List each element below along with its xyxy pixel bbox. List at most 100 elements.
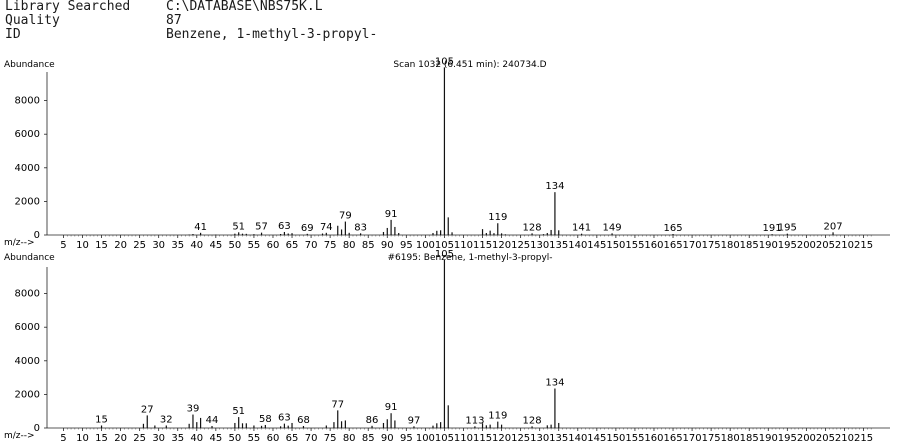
- x-tick-label: 50: [229, 433, 242, 444]
- x-tick-label: 55: [248, 433, 261, 444]
- header-row-library: Library Searched C:\DATABASE\NBS75K.L: [5, 0, 377, 14]
- x-tick-label: 195: [778, 433, 797, 444]
- peak-label: 32: [160, 414, 173, 425]
- x-tick-label: 75: [324, 433, 337, 444]
- library-searched-value: C:\DATABASE\NBS75K.L: [166, 0, 323, 14]
- x-tick-label: 205: [816, 433, 835, 444]
- quality-label: Quality: [5, 13, 60, 28]
- x-tick-label: 210: [835, 240, 854, 251]
- x-tick-label: 90: [381, 240, 394, 251]
- x-tick-label: 160: [644, 240, 663, 251]
- peak-label: 97: [408, 415, 421, 426]
- x-tick-label: 30: [152, 240, 165, 251]
- x-tick-label: 190: [759, 433, 778, 444]
- x-tick-label: 85: [362, 240, 375, 251]
- peak-label: 74: [320, 222, 333, 233]
- x-tick-label: 15: [95, 240, 108, 251]
- x-tick-label: 70: [305, 240, 318, 251]
- x-tick-label: 60: [267, 240, 280, 251]
- peak-label: 58: [259, 414, 272, 425]
- peak-label: 191: [763, 223, 782, 234]
- peak-label: 83: [354, 222, 367, 233]
- x-tick-label: 100: [416, 433, 435, 444]
- x-tick-label: 110: [454, 240, 473, 251]
- id-value: Benzene, 1-methyl-3-propyl-: [166, 27, 378, 42]
- peak-label: 113: [465, 415, 484, 426]
- x-tick-label: 40: [190, 240, 203, 251]
- x-tick-label: 105: [435, 433, 454, 444]
- y-tick-label: 0: [34, 230, 40, 241]
- y-tick-label: 2000: [15, 389, 40, 400]
- library-spectrum-panel: Abundance #6195: Benzene, 1-methyl-3-prop…: [4, 249, 890, 444]
- x-tick-label: 50: [229, 240, 242, 251]
- x-tick-label: 80: [343, 433, 356, 444]
- x-tick-label: 5: [60, 240, 66, 251]
- y-tick-label: 8000: [15, 289, 40, 300]
- x-tick-label: 160: [644, 433, 663, 444]
- peak-label: 79: [339, 211, 352, 222]
- x-tick-label: 70: [305, 433, 318, 444]
- x-tick-label: 210: [835, 433, 854, 444]
- peak-label: 51: [232, 406, 245, 417]
- x-tick-label: 135: [549, 433, 568, 444]
- x-tick-label: 125: [511, 240, 530, 251]
- x-tick-label: 170: [683, 433, 702, 444]
- peak-label: 27: [141, 404, 154, 415]
- x-tick-label: 145: [587, 240, 606, 251]
- peak-label: 69: [301, 223, 314, 234]
- peak-label: 149: [603, 222, 622, 233]
- x-tick-label: 150: [606, 240, 625, 251]
- x-tick-label: 175: [702, 433, 721, 444]
- x-tick-label: 215: [854, 240, 873, 251]
- peak-label: 44: [206, 415, 219, 426]
- x-tick-label: 170: [683, 240, 702, 251]
- peak-label: 57: [255, 222, 268, 233]
- x-axis-label: m/z-->: [4, 238, 35, 248]
- x-axis-label: m/z-->: [4, 431, 35, 441]
- peak-label: 134: [545, 378, 564, 389]
- x-tick-label: 205: [816, 240, 835, 251]
- peak-label: 15: [95, 414, 108, 425]
- x-tick-label: 5: [60, 433, 66, 444]
- peak-label: 195: [778, 223, 797, 234]
- x-tick-label: 155: [625, 433, 644, 444]
- spectrum-title: #6195: Benzene, 1-methyl-3-propyl-: [387, 253, 552, 263]
- x-tick-label: 130: [530, 240, 549, 251]
- x-tick-label: 65: [286, 240, 299, 251]
- peak-label: 39: [187, 404, 200, 415]
- x-tick-label: 120: [492, 433, 511, 444]
- x-tick-label: 65: [286, 433, 299, 444]
- y-tick-label: 4000: [15, 163, 40, 174]
- peak-label: 165: [663, 223, 682, 234]
- library-search-header: Library Searched C:\DATABASE\NBS75K.L Qua…: [5, 0, 377, 42]
- peak-label: 86: [366, 415, 379, 426]
- library-searched-label: Library Searched: [5, 0, 131, 14]
- peak-label: 119: [488, 212, 507, 223]
- x-tick-label: 15: [95, 433, 108, 444]
- peak-label: 77: [331, 399, 344, 410]
- y-tick-label: 6000: [15, 129, 40, 140]
- peak-label: 68: [297, 415, 310, 426]
- x-tick-label: 185: [740, 433, 759, 444]
- peak-label: 41: [194, 222, 207, 233]
- x-tick-label: 140: [568, 433, 587, 444]
- x-tick-label: 110: [454, 433, 473, 444]
- x-tick-label: 165: [663, 240, 682, 251]
- x-tick-label: 60: [267, 433, 280, 444]
- x-tick-label: 180: [721, 240, 740, 251]
- peak-label: 105: [435, 56, 454, 67]
- peak-label: 141: [572, 223, 591, 234]
- x-tick-label: 200: [797, 240, 816, 251]
- peak-label: 134: [545, 181, 564, 192]
- x-tick-label: 190: [759, 240, 778, 251]
- peak-label: 128: [523, 222, 542, 233]
- x-tick-label: 125: [511, 433, 530, 444]
- y-axis-label: Abundance: [4, 253, 55, 263]
- x-tick-label: 150: [606, 433, 625, 444]
- x-tick-label: 10: [76, 240, 89, 251]
- x-tick-label: 140: [568, 240, 587, 251]
- x-tick-label: 180: [721, 433, 740, 444]
- x-tick-label: 115: [473, 433, 492, 444]
- x-tick-label: 195: [778, 240, 797, 251]
